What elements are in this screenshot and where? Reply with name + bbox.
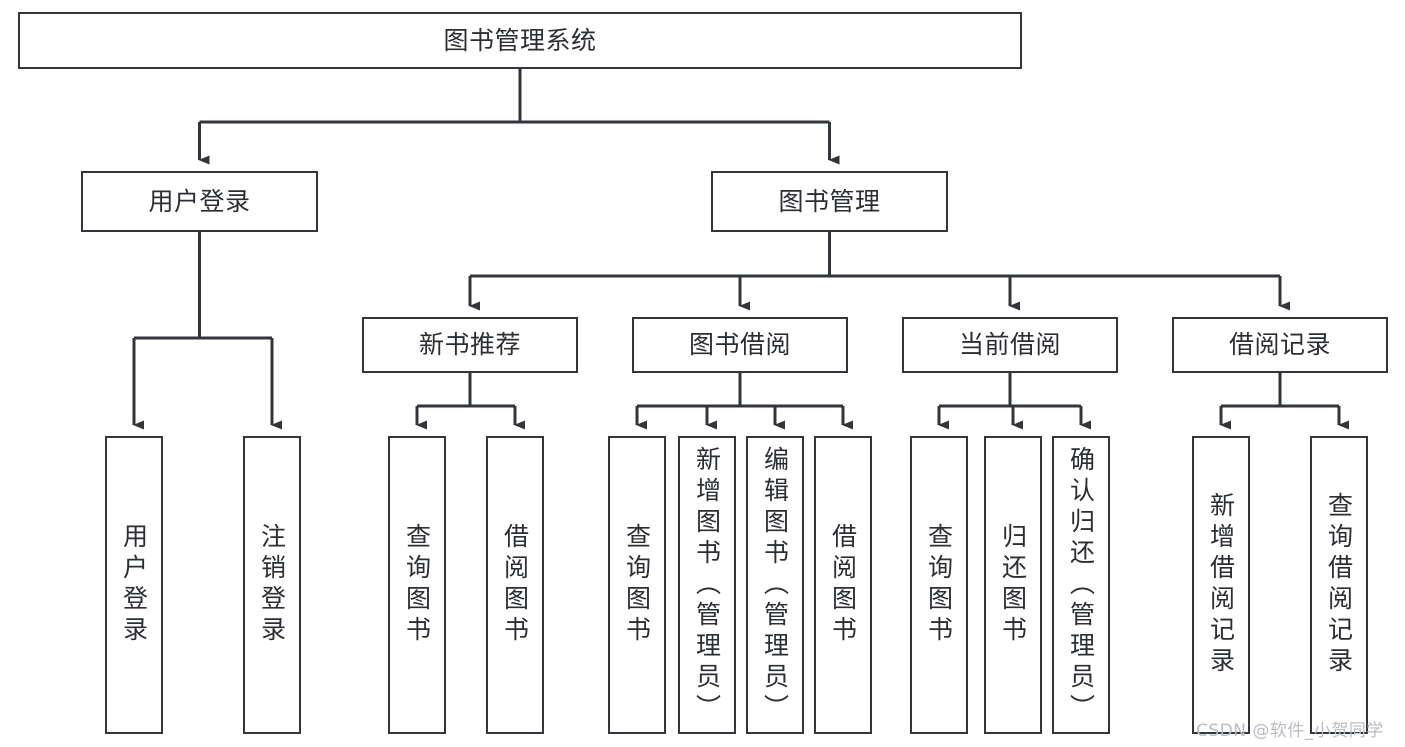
node-leaf-logout: 注销登录 [243,436,301,734]
node-leaf-query-book-1: 查询图书 [388,436,446,734]
node-label: 归还图书 [998,523,1028,647]
node-leaf-query-book-3: 查询图书 [910,436,968,734]
node-label: 查询图书 [924,523,954,647]
node-leaf-add-record: 新增借阅记录 [1192,436,1250,734]
node-label: 借阅图书 [500,523,530,647]
node-leaf-add-book: 新增图书（管理员） [678,436,736,734]
node-label: 借阅记录 [1228,330,1331,360]
node-leaf-edit-book: 编辑图书（管理员） [746,436,804,734]
node-label: 注销登录 [257,523,287,647]
node-current-borrow: 当前借阅 [902,317,1118,373]
node-label: 编辑图书（管理员） [760,445,790,725]
node-label: 当前借阅 [958,330,1061,360]
node-label: 图书管理系统 [443,25,597,55]
node-label: 图书借阅 [688,330,791,360]
node-label: 确认归还（管理员） [1066,445,1096,725]
node-leaf-query-book-2: 查询图书 [608,436,666,734]
node-user-login: 用户登录 [81,171,318,232]
node-leaf-user-login: 用户登录 [105,436,163,734]
node-leaf-borrow-book-2: 借阅图书 [814,436,872,734]
node-label: 用户登录 [119,523,149,647]
node-label: 图书管理 [778,186,881,216]
node-book-manage: 图书管理 [711,171,948,232]
node-root-title: 图书管理系统 [18,12,1022,69]
node-leaf-return-book: 归还图书 [984,436,1042,734]
node-label: 查询图书 [402,523,432,647]
node-label: 新书推荐 [418,330,521,360]
node-label: 新增借阅记录 [1206,492,1236,678]
node-leaf-confirm-return: 确认归还（管理员） [1052,436,1110,734]
node-book-borrow: 图书借阅 [632,317,848,373]
node-label: 新增图书（管理员） [692,445,722,725]
node-new-book-rec: 新书推荐 [362,317,578,373]
node-leaf-borrow-book-1: 借阅图书 [486,436,544,734]
node-label: 用户登录 [148,186,251,216]
node-borrow-record: 借阅记录 [1172,317,1388,373]
node-label: 借阅图书 [828,523,858,647]
node-label: 查询图书 [622,523,652,647]
node-label: 查询借阅记录 [1324,492,1354,678]
node-leaf-query-record: 查询借阅记录 [1310,436,1368,734]
